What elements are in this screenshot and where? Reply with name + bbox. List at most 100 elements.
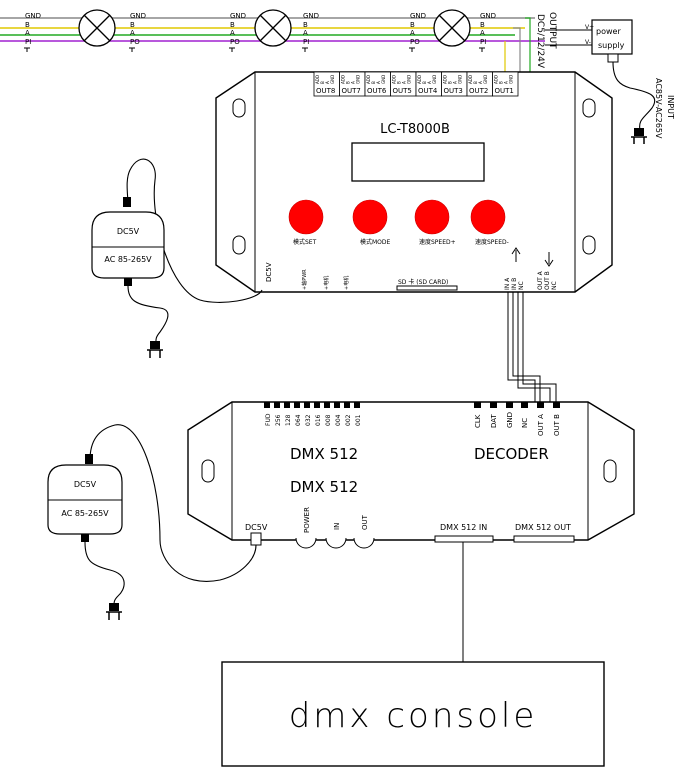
dmx-out-port[interactable] xyxy=(513,535,575,543)
dip-switch[interactable] xyxy=(264,402,270,408)
decoder-pin[interactable] xyxy=(521,402,528,408)
strip-wire-label: B xyxy=(303,21,308,29)
dip-switch[interactable] xyxy=(274,402,280,408)
terminal-label: A xyxy=(504,81,509,84)
terminal-label: GND xyxy=(509,75,514,84)
decoder-pin[interactable] xyxy=(553,402,560,408)
strip-drop-wires xyxy=(504,17,531,72)
output-port-box xyxy=(390,71,417,97)
button-circle[interactable] xyxy=(288,199,324,235)
dmx-out-label: DMX 512 OUT xyxy=(515,523,571,532)
terminal-label: B xyxy=(473,81,478,84)
terminal-label: B xyxy=(397,81,402,84)
psu-mains-cable xyxy=(612,61,656,131)
decoder-mount-hole-right xyxy=(603,459,617,483)
controller-switch-labels: +轴PWR+电机+电机 xyxy=(301,269,350,290)
psu-label-supply: supply xyxy=(598,41,625,50)
controller-button-4[interactable]: 速度SPEED- xyxy=(470,199,509,246)
output-port-box xyxy=(492,71,519,97)
controller-button-2[interactable]: 模式MODE xyxy=(352,199,391,246)
strip-wire-label: A xyxy=(480,29,485,37)
top-adapter-ac-plug xyxy=(124,278,132,286)
output-port-label: OUT7 xyxy=(342,87,361,95)
dip-switch[interactable] xyxy=(324,402,330,408)
lamp-cross xyxy=(259,14,287,42)
psu-plug-icon xyxy=(631,128,647,144)
led-indicator xyxy=(295,537,317,549)
terminal-label: ADD xyxy=(417,75,422,84)
terminal-label: A xyxy=(376,81,381,84)
decoder-pin-label: GND xyxy=(506,412,514,428)
button-circle[interactable] xyxy=(352,199,388,235)
dmx-in-port[interactable] xyxy=(434,535,494,543)
dmx-console: dmx console xyxy=(221,661,605,767)
terminal-label: A xyxy=(453,81,458,84)
output-label: OUTPUT xyxy=(547,12,557,49)
button-circle[interactable] xyxy=(414,199,450,235)
output-port-box xyxy=(364,71,391,97)
in-label: IN A xyxy=(504,277,511,290)
dip-switch[interactable] xyxy=(354,402,360,408)
output-port-box xyxy=(339,71,366,97)
ground-arrow-icon xyxy=(302,47,308,52)
dip-label: 001 xyxy=(355,414,362,426)
dip-switch[interactable] xyxy=(314,402,320,408)
decoder-title-2: DMX 512 xyxy=(290,478,358,496)
dip-switch[interactable] xyxy=(294,402,300,408)
output-port-label: OUT2 xyxy=(469,87,488,95)
controller-decoder-wires xyxy=(507,292,557,402)
dip-label: 004 xyxy=(335,414,342,426)
button-label: 模式SET xyxy=(293,238,317,246)
decoder-power-label: DC5V xyxy=(245,523,268,532)
decoder-pin[interactable] xyxy=(490,402,497,408)
decoder-pin[interactable] xyxy=(537,402,544,408)
button-label: 速度SPEED- xyxy=(475,238,509,246)
terminal-label: B xyxy=(499,81,504,84)
terminal-label: A xyxy=(478,81,483,84)
button-circle[interactable] xyxy=(470,199,506,235)
in-label: NC xyxy=(518,281,525,290)
controller-body xyxy=(215,71,613,293)
terminal-label: B xyxy=(448,81,453,84)
dip-switch[interactable] xyxy=(304,402,310,408)
terminal-label: GND xyxy=(407,75,412,84)
dip-switch[interactable] xyxy=(344,402,350,408)
decoder-power-jack[interactable] xyxy=(250,532,262,546)
sd-card-label: SD 卡 (SD CARD) xyxy=(398,278,448,286)
top-adapter-body xyxy=(91,211,165,279)
bottom-adapter-mains-cable xyxy=(84,541,125,607)
strip-wire-label: PO xyxy=(410,38,420,46)
terminal-label: ADD xyxy=(443,75,448,84)
strip-wire-label: PI xyxy=(25,38,31,46)
dmx-console-label: dmx console xyxy=(289,696,538,736)
dip-switch[interactable] xyxy=(284,402,290,408)
wire-out-a-1 xyxy=(507,292,536,402)
sd-card-slot[interactable] xyxy=(396,285,458,291)
terminal-label: ADD xyxy=(392,75,397,84)
dmx-console-box xyxy=(221,661,605,767)
controller-button-1[interactable]: 模式SET xyxy=(288,199,324,246)
button-label: 模式MODE xyxy=(360,238,391,246)
top-adapter-ac-label: AC 85-265V xyxy=(104,255,152,264)
out-arrow-icon xyxy=(544,252,554,267)
controller-button-3[interactable]: 速度SPEED+ xyxy=(414,199,456,246)
dip-switch[interactable] xyxy=(334,402,340,408)
strip-wire-label: A xyxy=(130,29,135,37)
decoder-pin[interactable] xyxy=(474,402,481,408)
decoder-pin[interactable] xyxy=(506,402,513,408)
ground-arrow-icon xyxy=(479,47,485,52)
top-adapter-dc-label: DC5V xyxy=(117,227,140,236)
out-label: OUT A xyxy=(537,270,544,290)
